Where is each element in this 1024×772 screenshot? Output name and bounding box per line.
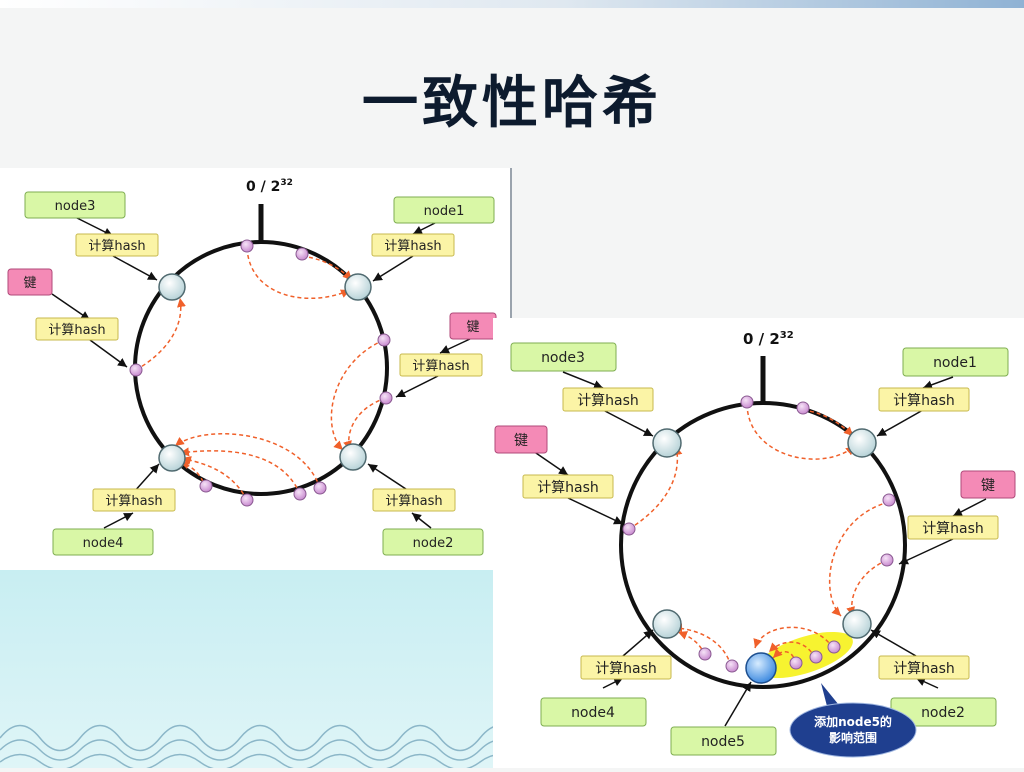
top-accent-bar	[0, 0, 1024, 8]
svg-text:添加node5的: 添加node5的	[814, 714, 892, 729]
hash-label: 计算hash	[577, 393, 639, 409]
node1-point	[344, 273, 372, 301]
svg-text:node2: node2	[921, 705, 965, 721]
key-box: 键	[7, 268, 53, 296]
key-box: 键	[449, 312, 497, 340]
wave-decoration	[0, 724, 500, 768]
hash-label: 计算hash	[893, 393, 955, 409]
node5-box: node5	[670, 726, 777, 756]
diagram-panel-right: 0 / 232	[493, 318, 1024, 768]
svg-text:键: 键	[23, 276, 36, 291]
node4-box: node4	[52, 528, 154, 556]
hash-ring	[619, 401, 907, 689]
slide-title: 一致性哈希	[362, 71, 662, 136]
zero-label: 0 / 232	[743, 330, 794, 348]
node3-box: node3	[24, 191, 126, 219]
node2-box: node2	[382, 528, 484, 556]
hash-label: 计算hash	[922, 521, 984, 537]
node1-point	[847, 428, 877, 458]
hash-label: 计算hash	[88, 239, 145, 254]
node2-point	[842, 609, 872, 639]
svg-text:node2: node2	[413, 536, 454, 551]
svg-text:键: 键	[981, 478, 995, 494]
node5-point	[745, 652, 777, 684]
svg-text:影响范围: 影响范围	[829, 730, 877, 745]
svg-text:node3: node3	[541, 350, 585, 366]
hash-label: 计算hash	[384, 239, 441, 254]
hash-label: 计算hash	[412, 359, 469, 374]
svg-text:键: 键	[466, 320, 479, 335]
node4-box: node4	[540, 697, 647, 727]
svg-text:node5: node5	[701, 734, 745, 750]
hash-label: 计算hash	[537, 480, 599, 496]
node3-point	[158, 273, 186, 301]
hash-ring-diagram-right: 0 / 232	[494, 330, 1016, 758]
key-points	[622, 395, 896, 673]
node3-point	[652, 428, 682, 458]
hash-label: 计算hash	[385, 494, 442, 509]
hash-label: 计算hash	[48, 323, 105, 338]
node1-box: node1	[393, 196, 495, 224]
svg-text:node1: node1	[424, 204, 465, 219]
hash-label: 计算hash	[893, 661, 955, 677]
diagram-panel-left: 0 / 232	[0, 168, 512, 570]
zero-label: 0 / 232	[246, 178, 293, 195]
svg-text:node4: node4	[83, 536, 124, 551]
node2-box: node2	[890, 697, 997, 727]
node2-point	[339, 443, 367, 471]
hash-ring-diagram-left: 0 / 232	[7, 178, 497, 556]
key-box: 键	[494, 425, 548, 454]
impact-callout: 添加node5的 影响范围	[789, 683, 917, 758]
svg-text:键: 键	[514, 433, 528, 449]
key-box: 键	[960, 470, 1016, 499]
hash-label: 计算hash	[105, 494, 162, 509]
svg-text:node3: node3	[55, 199, 96, 214]
svg-text:node1: node1	[933, 355, 977, 371]
node4-point	[652, 609, 682, 639]
node4-point	[158, 444, 186, 472]
node3-box: node3	[510, 342, 617, 372]
key-points	[129, 239, 393, 507]
hash-label: 计算hash	[595, 661, 657, 677]
node1-box: node1	[902, 347, 1009, 377]
svg-text:node4: node4	[571, 705, 615, 721]
